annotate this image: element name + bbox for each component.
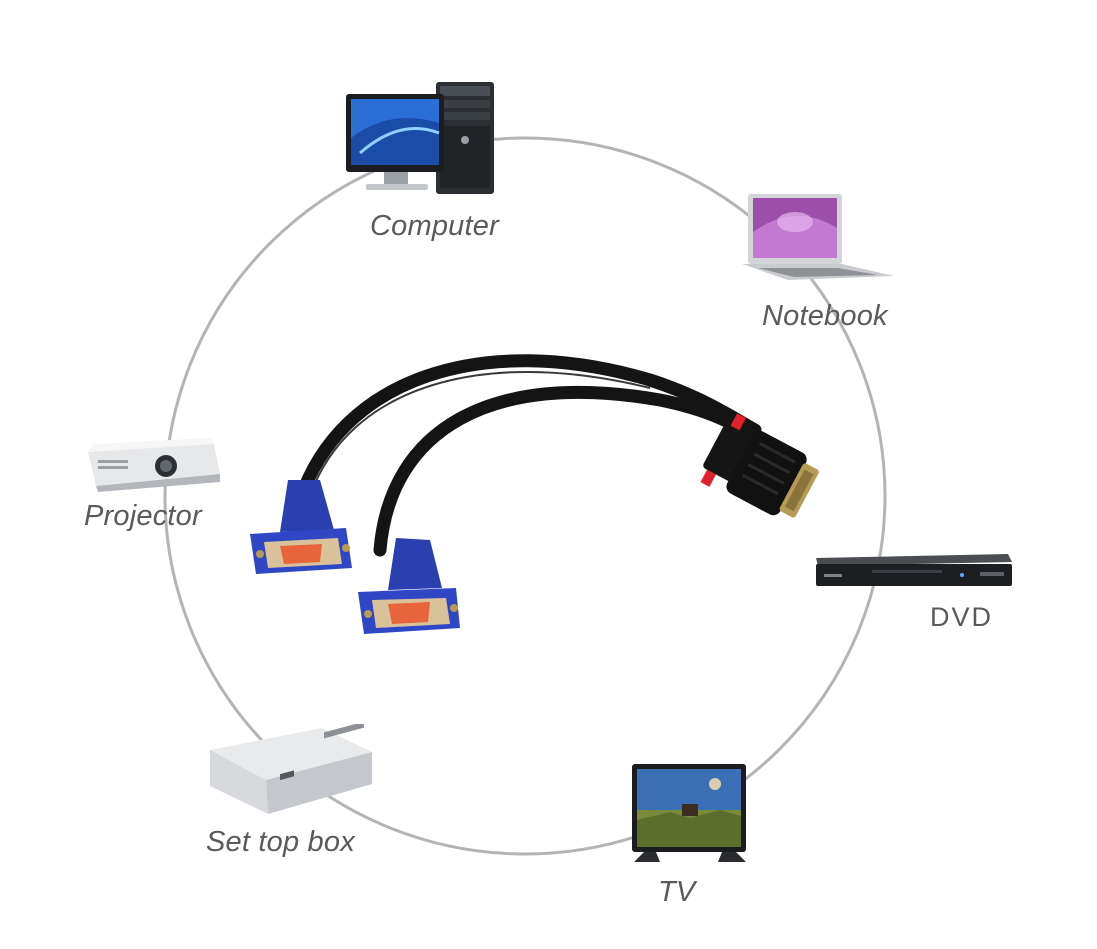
laptop-icon: [742, 194, 894, 280]
set-top-box-icon: [210, 724, 372, 814]
device-label-dvd: DVD: [930, 602, 994, 632]
device-label-projector: Projector: [84, 500, 202, 532]
device-label-tv: TV: [658, 876, 696, 908]
device-label-notebook: Notebook: [762, 300, 888, 332]
television-icon: [632, 764, 746, 862]
device-label-set-top-box: Set top box: [206, 826, 355, 858]
device-label-computer: Computer: [370, 210, 499, 242]
vga-splitter-cable-icon: [250, 354, 819, 634]
desktop-computer-icon: [346, 82, 494, 194]
dvd-player-icon: [816, 554, 1012, 586]
projector-icon: [88, 438, 220, 492]
